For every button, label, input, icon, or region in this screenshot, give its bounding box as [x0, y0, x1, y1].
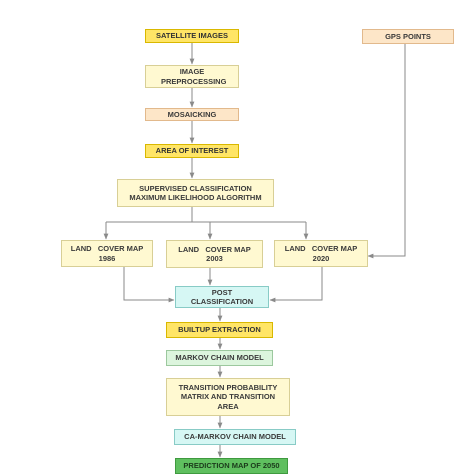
node-ca-markov-chain-model: CA-MARKOV CHAIN MODEL: [174, 429, 296, 445]
node-area-of-interest: AREA OF INTEREST: [145, 144, 239, 158]
node-post-classification-label: POST CLASSIFICATION: [190, 287, 254, 306]
node-land-cover-1986-label: LAND COVER MAP 1986: [70, 244, 146, 263]
node-area-of-interest-label: AREA OF INTEREST: [155, 146, 229, 156]
node-supervised-classification-label: SUPERVISED CLASSIFICATION MAXIMUM LIKELI…: [129, 183, 262, 202]
node-transition-probability-label: TRANSITION PROBABILITY MATRIX AND TRANSI…: [178, 382, 278, 411]
node-supervised-classification: SUPERVISED CLASSIFICATION MAXIMUM LIKELI…: [117, 179, 274, 207]
node-image-preprocessing-label: IMAGE PREPROCESSING: [161, 67, 227, 86]
node-land-cover-2003: LAND COVER MAP 2003: [166, 240, 263, 268]
node-land-cover-2020-label: LAND COVER MAP 2020: [284, 244, 360, 263]
node-gps-points-label: GPS POINTS: [385, 31, 431, 41]
node-satellite-images: SATELLITE IMAGES: [145, 29, 239, 43]
node-builtup-extraction-label: BUILTUP EXTRACTION: [178, 325, 261, 335]
node-land-cover-1986: LAND COVER MAP 1986: [61, 240, 153, 267]
node-mosaicking: MOSAICKING: [145, 108, 239, 121]
node-prediction-map-label: PREDICTION MAP OF 2050: [183, 461, 280, 471]
node-transition-probability: TRANSITION PROBABILITY MATRIX AND TRANSI…: [166, 378, 290, 416]
node-markov-chain-model: MARKOV CHAIN MODEL: [166, 350, 273, 366]
node-satellite-images-label: SATELLITE IMAGES: [156, 31, 228, 41]
node-builtup-extraction: BUILTUP EXTRACTION: [166, 322, 273, 338]
node-image-preprocessing: IMAGE PREPROCESSING: [145, 65, 239, 88]
node-prediction-map: PREDICTION MAP OF 2050: [175, 458, 288, 474]
arrow-1986-to-post: [123, 267, 175, 303]
arrow-2020-to-post: [269, 267, 323, 303]
node-land-cover-2003-label: LAND COVER MAP 2003: [178, 244, 253, 263]
arrow-gps-to-2020: [367, 44, 406, 259]
node-post-classification: POST CLASSIFICATION: [175, 286, 269, 308]
node-mosaicking-label: MOSAICKING: [167, 109, 217, 119]
node-land-cover-2020: LAND COVER MAP 2020: [274, 240, 368, 267]
node-gps-points: GPS POINTS: [362, 29, 454, 44]
node-ca-markov-chain-model-label: CA-MARKOV CHAIN MODEL: [184, 432, 286, 442]
node-markov-chain-model-label: MARKOV CHAIN MODEL: [175, 353, 264, 363]
